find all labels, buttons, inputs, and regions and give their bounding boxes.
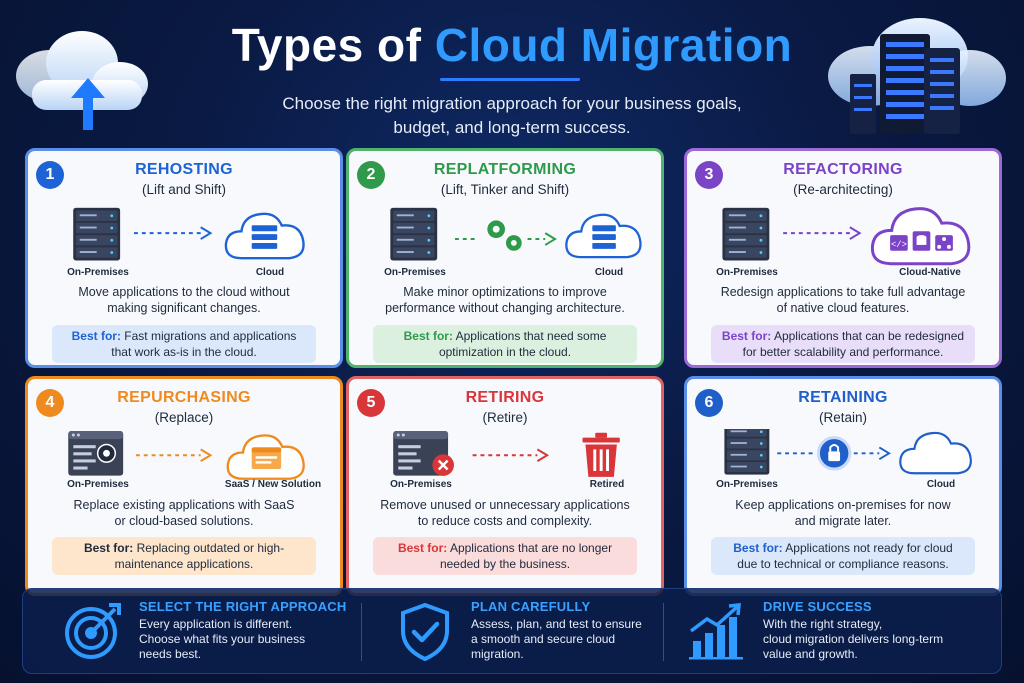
- gear-icon: [96, 443, 117, 463]
- cloud-upload-icon: [16, 31, 148, 130]
- card-subtitle: (Lift and Shift): [141, 182, 227, 197]
- source-label: On-Premises: [67, 267, 129, 278]
- refactor-diagram: </>: [722, 207, 971, 266]
- card-title: RETAINING: [798, 389, 888, 406]
- best-for-box: Best for: Applications that can be redes…: [711, 325, 975, 363]
- card-rehosting: 1 REHOSTING (Lift and Shift) On-Premises…: [25, 148, 343, 368]
- source-label: On-Premises: [390, 479, 452, 490]
- retain-diagram: [724, 429, 972, 475]
- footer-text: With the right strategy,cloud migration …: [763, 617, 944, 661]
- card-title: REHOSTING: [135, 161, 233, 178]
- footer-heading: PLAN CAREFULLY: [471, 599, 591, 614]
- card-subtitle: (Retain): [818, 410, 867, 425]
- subtitle-line-2: budget, and long-term success.: [393, 118, 631, 137]
- best-for-box: Best for: Fast migrations and applicatio…: [52, 325, 316, 363]
- server-icon: [390, 207, 438, 261]
- footer-drive-success: DRIVE SUCCESS With the right strategy,cl…: [687, 589, 987, 675]
- best-for-box: Best for: Applications that are no longe…: [373, 537, 637, 575]
- card-number-badge: 4: [36, 389, 64, 417]
- card-replatforming: 2 REPLATFORMING (Lift, Tinker and Shift)…: [346, 148, 664, 368]
- page-subtitle: Choose the right migration approach for …: [200, 92, 824, 140]
- best-for-box: Best for: Applications that need some op…: [373, 325, 637, 363]
- card-title: REPURCHASING: [117, 389, 251, 406]
- title-part-1: Types of: [231, 19, 422, 71]
- card-number-badge: 3: [695, 161, 723, 189]
- server-icon: [724, 429, 770, 475]
- target-label: Cloud: [255, 267, 285, 278]
- svg-text:</>: </>: [891, 240, 907, 250]
- card-title: REFACTORING: [783, 161, 903, 178]
- target-label: Cloud: [594, 267, 624, 278]
- card-number-badge: 6: [695, 389, 723, 417]
- card-description: Redesign applications to take full advan…: [720, 285, 966, 315]
- rehost-diagram: [73, 207, 305, 261]
- replatform-diagram: [390, 207, 642, 261]
- card-retaining: 6 RETAINING (Retain) On-Premises Cloud K…: [684, 376, 1002, 596]
- footer-heading: SELECT THE RIGHT APPROACH: [139, 599, 347, 614]
- source-label: On-Premises: [67, 479, 129, 490]
- card-description: Remove unused or unnecessary application…: [380, 498, 630, 528]
- target-label: SaaS / New Solution: [224, 479, 322, 490]
- retire-diagram: [393, 430, 620, 477]
- footer-text: Every application is different.Choose wh…: [139, 617, 306, 661]
- card-subtitle: (Replace): [154, 410, 214, 425]
- gears-icon: [487, 220, 522, 251]
- card-subtitle: (Re-architecting): [793, 182, 893, 197]
- card-subtitle: (Retire): [482, 410, 528, 425]
- source-label: On-Premises: [384, 267, 446, 278]
- growth-chart-icon: [689, 603, 743, 660]
- subtitle-line-1: Choose the right migration approach for …: [282, 94, 742, 113]
- best-for-box: Best for: Applications not ready for clo…: [711, 537, 975, 575]
- card-refactoring: 3 REFACTORING (Re-architecting) </> On-P…: [684, 148, 1002, 368]
- card-repurchasing: 4 REPURCHASING (Replace) On-Premises Saa…: [25, 376, 343, 596]
- title-part-2: Cloud Migration: [434, 19, 793, 71]
- footer-strip: SELECT THE RIGHT APPROACH Every applicat…: [22, 588, 1002, 674]
- target-icon: [65, 603, 121, 659]
- data-center-cloud-icon: [828, 18, 1006, 134]
- card-number-badge: 1: [36, 161, 64, 189]
- lock-icon: [817, 436, 852, 471]
- target-label: Retired: [589, 479, 625, 490]
- best-for-box: Best for: Replacing outdated or high- ma…: [52, 537, 316, 575]
- source-label: On-Premises: [716, 479, 778, 490]
- card-number-badge: 2: [357, 161, 385, 189]
- footer-plan-carefully: PLAN CAREFULLY Assess, plan, and test to…: [395, 589, 675, 675]
- target-label: Cloud: [926, 479, 956, 490]
- card-number-badge: 5: [357, 389, 385, 417]
- cloud-icon: [899, 431, 972, 475]
- card-retiring: 5 RETIRING (Retire) On-Premises Retired …: [346, 376, 664, 596]
- title-underline: [440, 78, 580, 81]
- footer-select-approach: SELECT THE RIGHT APPROACH Every applicat…: [63, 589, 363, 675]
- footer-heading: DRIVE SUCCESS: [763, 599, 872, 614]
- card-title: RETIRING: [465, 389, 545, 406]
- target-label: Cloud-Native: [899, 267, 961, 278]
- card-title: REPLATFORMING: [433, 161, 577, 178]
- trash-icon: [582, 432, 620, 477]
- remove-icon: [432, 454, 454, 476]
- server-icon: [722, 207, 770, 261]
- repurchase-diagram: [68, 430, 305, 480]
- shield-check-icon: [401, 602, 449, 661]
- footer-divider: [361, 603, 362, 661]
- server-icon: [73, 207, 121, 261]
- source-label: On-Premises: [716, 267, 778, 278]
- footer-divider: [663, 603, 664, 661]
- code-icon: [890, 235, 908, 251]
- page-title: Types of Cloud Migration: [0, 18, 1024, 72]
- card-subtitle: (Lift, Tinker and Shift): [440, 182, 570, 197]
